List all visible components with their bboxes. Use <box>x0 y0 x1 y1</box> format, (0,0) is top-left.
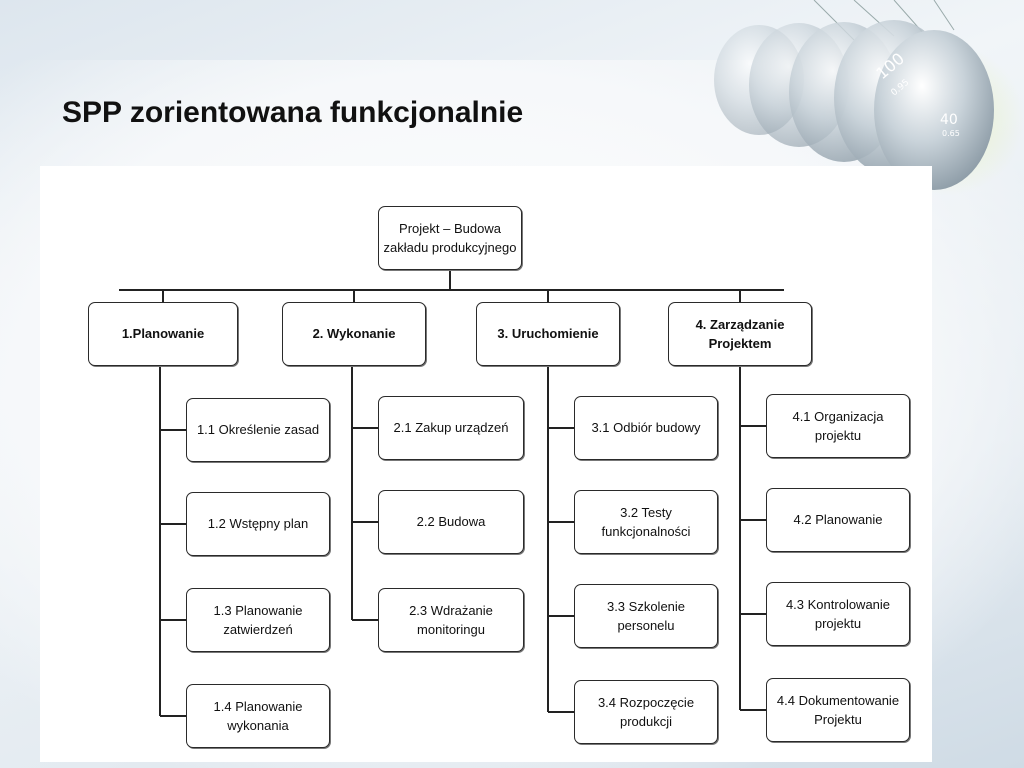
microscope-lens-decoration: 100 0.95 40 0.65 <box>704 0 1024 230</box>
wbs-task-node-1-3: 1.3 Planowanie zatwierdzeń <box>186 588 330 652</box>
wbs-task-node-3-1: 3.1 Odbiór budowy <box>574 396 718 460</box>
wbs-task-node-3-3: 3.3 Szkolenie personelu <box>574 584 718 648</box>
wbs-task-node-3-4: 3.4 Rozpoczęcie produkcji <box>574 680 718 744</box>
wbs-task-node-3-1-label: 3.1 Odbiór budowy <box>591 420 701 436</box>
wbs-diagram: Projekt – Budowa zakładu produkcyjnego 1.… <box>40 166 932 762</box>
wbs-task-node-2-3-label: 2.3 Wdrażanie monitoringu <box>409 602 493 638</box>
svg-text:0.65: 0.65 <box>942 129 960 138</box>
wbs-task-node-3-4-label: 3.4 Rozpoczęcie produkcji <box>597 694 695 730</box>
wbs-task-node-1-3-label: 1.3 Planowanie zatwierdzeń <box>213 602 303 638</box>
wbs-root-node-label: Projekt – Budowa zakładu produkcyjnego <box>383 220 517 256</box>
wbs-branch-node-2: 2. Wykonanie <box>282 302 426 366</box>
wbs-task-node-4-3: 4.3 Kontrolowanie projektu <box>766 582 910 646</box>
wbs-branch-node-4-label: 4. Zarządzanie Projektem <box>695 316 785 352</box>
slide-title: SPP zorientowana funkcjonalnie <box>62 96 524 129</box>
wbs-task-node-3-2: 3.2 Testy funkcjonalności <box>574 490 718 554</box>
wbs-branch-node-3: 3. Uruchomienie <box>476 302 620 366</box>
wbs-task-node-4-4-label: 4.4 Dokumentowanie Projektu <box>776 692 900 728</box>
wbs-task-node-4-3-label: 4.3 Kontrolowanie projektu <box>785 596 891 632</box>
wbs-root-node: Projekt – Budowa zakładu produkcyjnego <box>378 206 522 270</box>
wbs-task-node-1-4: 1.4 Planowanie wykonania <box>186 684 330 748</box>
wbs-task-node-3-3-label: 3.3 Szkolenie personelu <box>606 598 686 634</box>
wbs-task-node-4-2-label: 4.2 Planowanie <box>793 512 883 528</box>
wbs-branch-node-3-label: 3. Uruchomienie <box>497 326 599 342</box>
wbs-task-node-2-1: 2.1 Zakup urządzeń <box>378 396 524 460</box>
svg-text:40: 40 <box>940 112 958 128</box>
wbs-task-node-2-3: 2.3 Wdrażanie monitoringu <box>378 588 524 652</box>
wbs-task-node-2-1-label: 2.1 Zakup urządzeń <box>393 420 509 436</box>
wbs-task-node-4-1-label: 4.1 Organizacja projektu <box>792 408 884 444</box>
wbs-task-node-1-4-label: 1.4 Planowanie wykonania <box>213 698 303 734</box>
wbs-task-node-1-1-label: 1.1 Określenie zasad <box>196 422 320 438</box>
wbs-task-node-4-1: 4.1 Organizacja projektu <box>766 394 910 458</box>
wbs-task-node-1-2: 1.2 Wstępny plan <box>186 492 330 556</box>
wbs-branch-node-2-label: 2. Wykonanie <box>312 326 396 342</box>
wbs-task-node-4-2: 4.2 Planowanie <box>766 488 910 552</box>
wbs-branch-node-1: 1.Planowanie <box>88 302 238 366</box>
wbs-task-node-3-2-label: 3.2 Testy funkcjonalności <box>601 504 691 540</box>
wbs-task-node-2-2-label: 2.2 Budowa <box>416 514 486 530</box>
wbs-branch-node-4: 4. Zarządzanie Projektem <box>668 302 812 366</box>
wbs-task-node-4-4: 4.4 Dokumentowanie Projektu <box>766 678 910 742</box>
wbs-task-node-1-1: 1.1 Określenie zasad <box>186 398 330 462</box>
wbs-branch-node-1-label: 1.Planowanie <box>121 326 205 342</box>
wbs-task-node-2-2: 2.2 Budowa <box>378 490 524 554</box>
wbs-task-node-1-2-label: 1.2 Wstępny plan <box>207 516 309 532</box>
connector-lines <box>119 270 784 717</box>
